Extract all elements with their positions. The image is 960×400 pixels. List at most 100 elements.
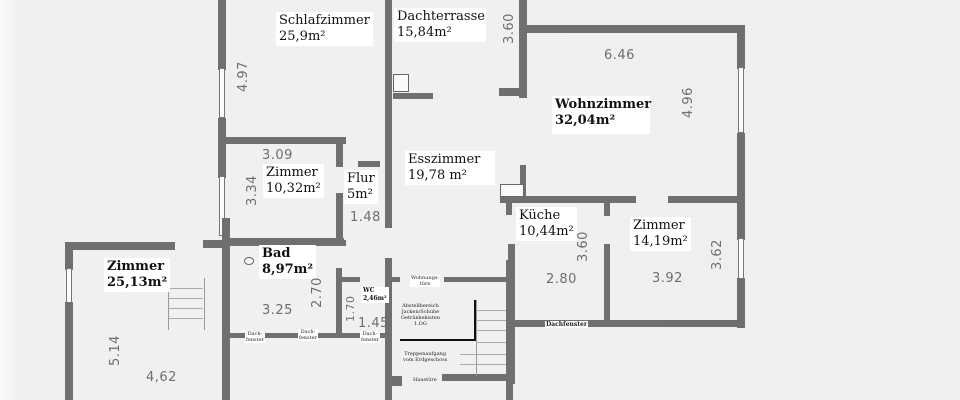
room-name: Schlafzimmer <box>279 13 370 28</box>
room-area: 15,84m² <box>397 25 452 40</box>
dimension-label: 3.60 <box>576 231 591 262</box>
wall <box>604 203 610 216</box>
wall <box>392 277 400 282</box>
room-name: Flur <box>347 171 375 186</box>
wall <box>65 302 73 400</box>
roof-window-label: Dach- fenster <box>298 329 318 341</box>
wall <box>65 242 175 250</box>
wall <box>444 277 510 282</box>
wall <box>604 244 610 326</box>
room-area: 10,44m² <box>519 224 574 239</box>
dimension-label: 2.80 <box>546 272 577 287</box>
window <box>738 67 744 133</box>
storage-area-label: Abstellbereich Jacken/Schuhe Getränkekis… <box>401 303 440 327</box>
room-area: 2,46m² <box>363 295 387 302</box>
wall <box>358 161 380 167</box>
stove-icon <box>500 184 524 197</box>
wall <box>226 137 346 144</box>
stair-step <box>476 320 506 321</box>
room-label-esszimmer: Esszimmer 19,78 m² <box>405 151 495 185</box>
dimension-label: 6.46 <box>604 48 635 63</box>
room-label-zimmer-1: Zimmer 10,32m² <box>263 164 324 198</box>
wall <box>336 268 342 336</box>
wall <box>520 165 526 199</box>
wall <box>519 0 527 98</box>
room-name: Esszimmer <box>408 152 481 167</box>
wall <box>385 0 392 228</box>
stair-step <box>168 298 203 299</box>
dimension-label: 3.62 <box>710 239 725 270</box>
dimension-label: 3.25 <box>262 303 293 318</box>
dimension-label: 4,62 <box>146 370 177 385</box>
room-name: Bad <box>262 246 291 261</box>
wall <box>222 218 230 400</box>
room-label-wohnzimmer: Wohnzimmer 32,04m² <box>552 96 652 134</box>
roof-window-label: Dachfenster <box>545 321 588 328</box>
room-area: 10,32m² <box>266 181 321 196</box>
room-area: 14,19m² <box>633 234 688 249</box>
room-name: Zimmer <box>107 259 165 274</box>
window <box>219 68 225 118</box>
wall <box>65 242 73 270</box>
room-label-schlafzimmer: Schlafzimmer 25,9m² <box>276 12 373 46</box>
chimney-icon <box>393 74 409 92</box>
dimension-label: 1.70 <box>344 295 357 323</box>
window <box>66 268 72 304</box>
room-area: 5m² <box>347 187 373 202</box>
wall <box>506 203 512 215</box>
stair-step <box>460 364 506 365</box>
room-label-flur: Flur 5m² <box>344 170 378 204</box>
wall <box>737 25 745 69</box>
dimension-label: 5.14 <box>108 335 123 366</box>
room-area: 19,78 m² <box>408 168 467 183</box>
dimension-label: 3.92 <box>652 271 683 286</box>
stair-step <box>168 318 203 319</box>
dimension-label: 3.09 <box>262 148 293 163</box>
roof-window-label: Dach- fenster <box>245 331 265 343</box>
room-label-kueche: Küche 10,44m² <box>516 207 577 241</box>
room-area: 25,9m² <box>279 29 326 44</box>
room-label-zimmer-3: Zimmer 25,13m² <box>104 258 171 292</box>
wall <box>668 196 740 203</box>
wall <box>527 25 745 33</box>
wall <box>342 277 360 282</box>
room-area: 32,04m² <box>555 113 616 128</box>
room-area: 25,13m² <box>107 275 168 290</box>
room-name: Wohnzimmer <box>555 97 652 112</box>
wall <box>336 193 343 243</box>
room-label-bad: Bad 8,97m² <box>259 245 317 279</box>
wall <box>203 240 225 248</box>
dimension-label: 2.70 <box>310 277 325 308</box>
wall <box>500 196 636 203</box>
wall <box>737 278 745 328</box>
room-name: Dachterrasse <box>397 9 485 24</box>
room-name: Zimmer <box>266 165 318 180</box>
room-label-zimmer-2: Zimmer 14,19m² <box>630 217 691 251</box>
wall <box>336 137 343 167</box>
dimension-label: 1.45 <box>358 316 389 331</box>
stair-step <box>476 310 506 311</box>
room-label-dachterrasse: Dachterrasse 15,84m² <box>394 8 486 42</box>
storage-outline <box>400 339 476 341</box>
wall <box>218 118 226 178</box>
room-label-wc: WC 2,46m² <box>361 287 389 303</box>
room-area: 8,97m² <box>262 262 314 277</box>
wall <box>514 320 744 327</box>
stair-step <box>476 342 506 343</box>
stair-step <box>476 330 506 331</box>
dimension-label: 1.48 <box>350 210 381 225</box>
wall <box>226 240 346 246</box>
wall <box>499 88 527 96</box>
dimension-label: 4.96 <box>681 87 696 118</box>
room-name: Küche <box>519 208 561 223</box>
wall <box>392 376 402 386</box>
window <box>738 238 744 280</box>
stair-step <box>168 308 203 309</box>
dimension-label: 3.34 <box>245 175 260 206</box>
wall <box>442 374 512 381</box>
room-name: WC <box>363 287 375 294</box>
wall <box>218 0 226 70</box>
wall <box>385 258 392 400</box>
staircase-label: Treppenaufgang vom Erdgeschoss <box>403 351 448 363</box>
staircase <box>476 300 507 376</box>
